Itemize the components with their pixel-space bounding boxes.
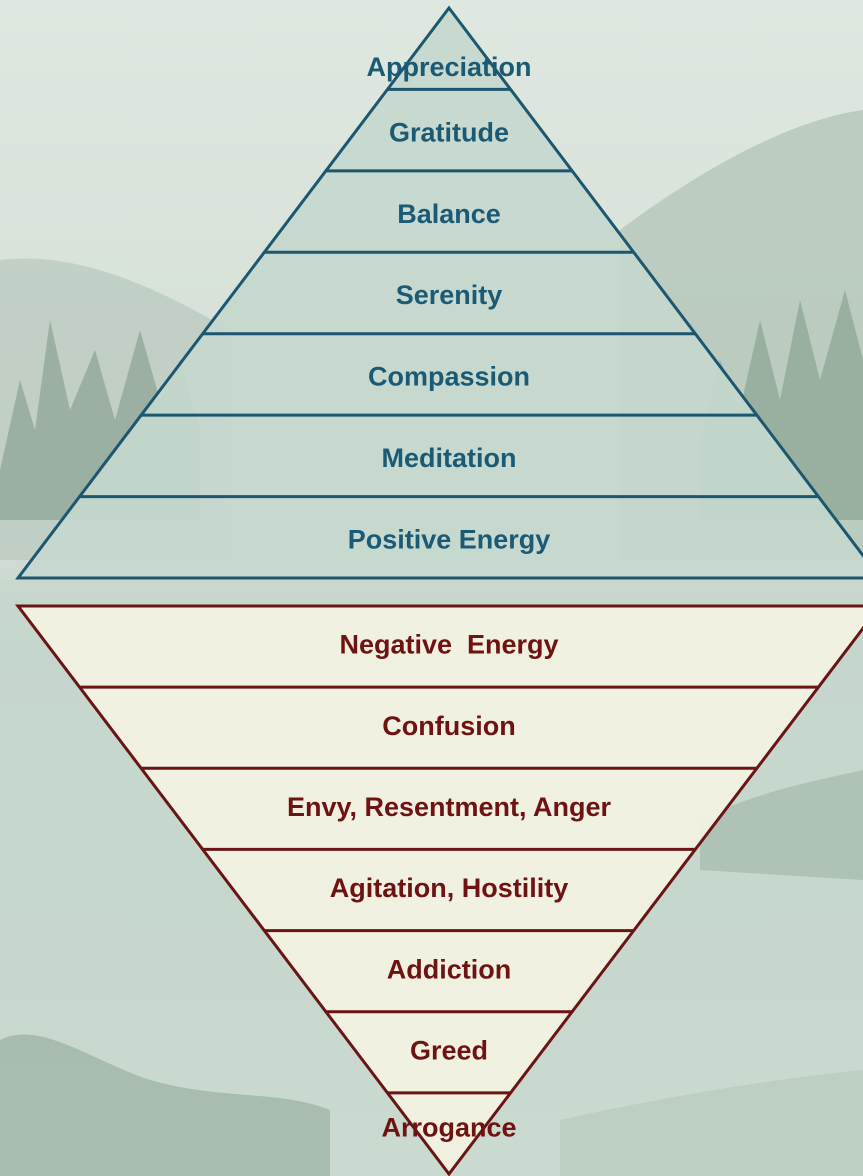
far-shore: [700, 770, 863, 880]
upper-level-gratitude: Gratitude: [389, 117, 509, 147]
right-bank: [560, 1070, 863, 1176]
upper-pyramid: AppreciationGratitudeBalanceSerenityComp…: [14, 5, 863, 580]
upper-level-positive-energy: Positive Energy: [348, 524, 551, 554]
upper-level-meditation: Meditation: [382, 443, 517, 473]
lower-level-negative-energy: Negative Energy: [339, 630, 558, 660]
near-shore: [0, 1034, 330, 1176]
lower-level-greed: Greed: [410, 1035, 488, 1065]
upper-pyramid-shape: [14, 5, 863, 580]
lower-level-arrogance: Arrogance: [381, 1112, 516, 1142]
upper-level-serenity: Serenity: [396, 280, 503, 310]
lower-level-agitation-hostility: Agitation, Hostility: [330, 873, 569, 903]
lower-level-confusion: Confusion: [382, 711, 515, 741]
upper-level-balance: Balance: [397, 199, 501, 229]
upper-level-appreciation: Appreciation: [366, 52, 531, 82]
lower-level-addiction: Addiction: [387, 954, 511, 984]
upper-level-compassion: Compassion: [368, 362, 530, 392]
lower-level-envy-resentment-anger: Envy, Resentment, Anger: [287, 792, 612, 822]
lower-pyramid-shape: [14, 604, 863, 1176]
